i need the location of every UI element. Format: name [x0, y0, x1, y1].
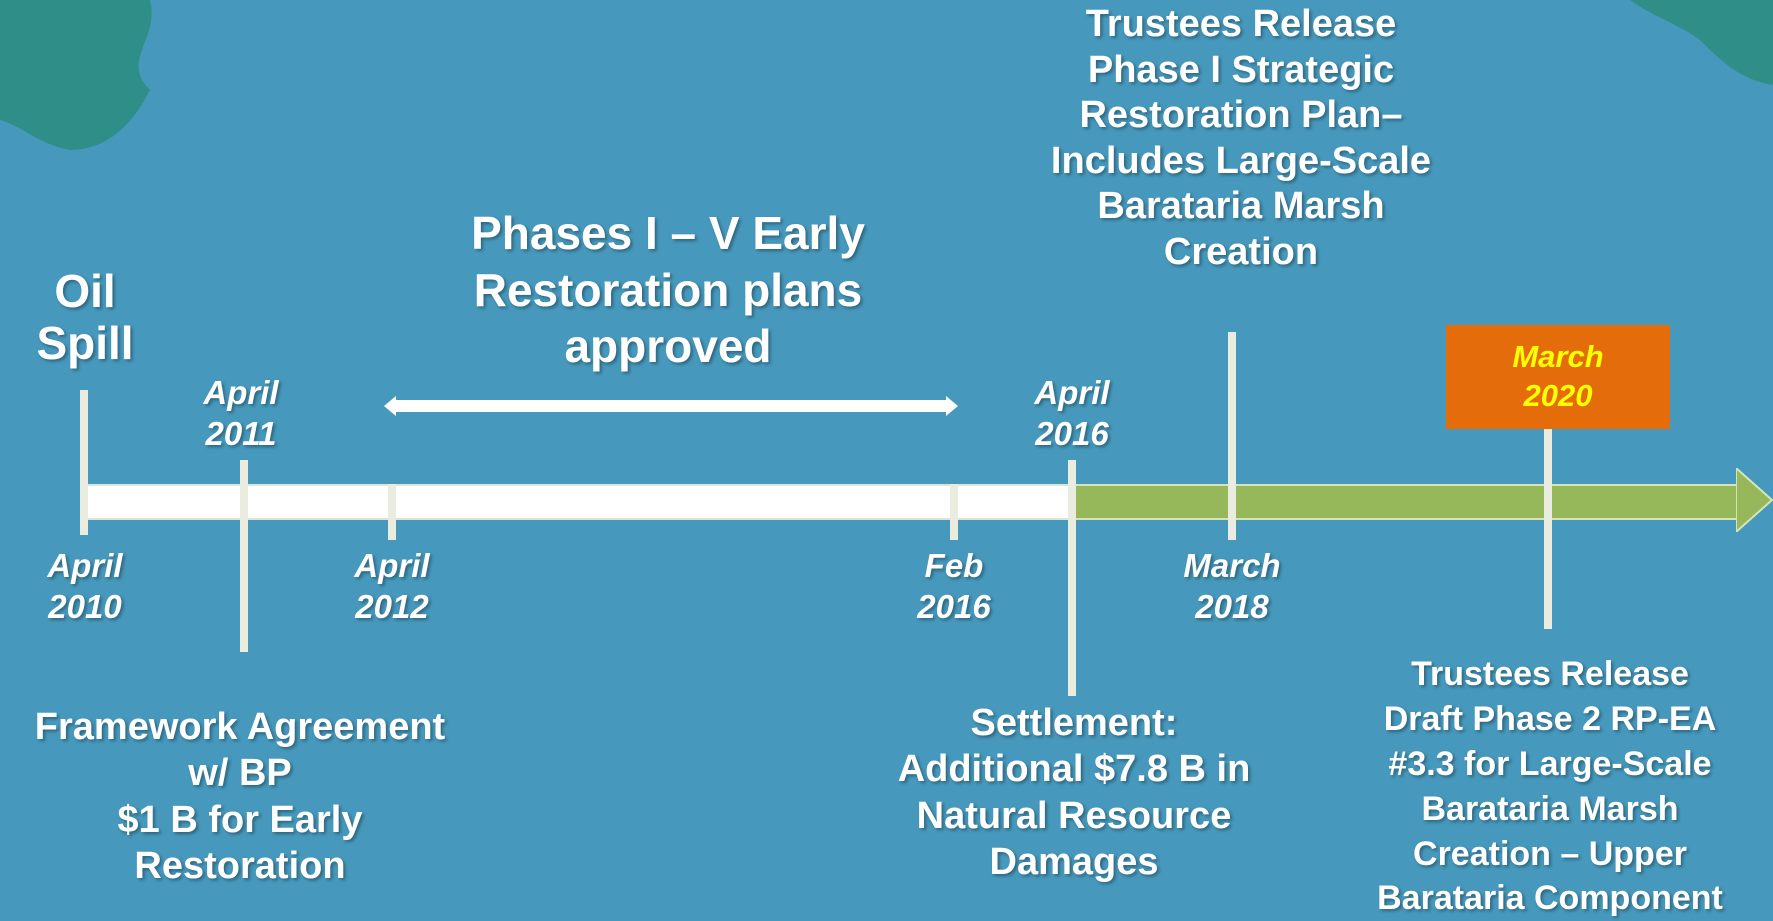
- event-line: $1 B for Early: [117, 798, 363, 841]
- event-line: Barataria Component: [1377, 879, 1723, 918]
- event-line: Includes Large-Scale: [1050, 139, 1432, 182]
- date-year: 2011: [205, 415, 277, 453]
- event-line: Draft Phase 2 RP-EA: [1383, 699, 1717, 738]
- date-year: 2020: [1523, 378, 1593, 413]
- timeline-bar-future: [1072, 484, 1742, 520]
- date-april-2016: April 2016: [1007, 372, 1137, 455]
- event-line: Spill: [36, 316, 134, 369]
- event-line: Phase I Strategic: [1087, 48, 1395, 91]
- event-line: Oil: [54, 265, 116, 317]
- date-month: Feb: [924, 547, 984, 584]
- event-line: Natural Resource: [916, 794, 1232, 837]
- event-line: approved: [564, 320, 772, 373]
- marker-march-2018: [1228, 332, 1236, 540]
- event-line: Settlement:: [970, 702, 1178, 744]
- event-line: Trustees Release: [1411, 655, 1689, 693]
- event-line: Restoration: [134, 845, 346, 888]
- date-month: April: [354, 547, 430, 584]
- date-month: March: [1183, 547, 1281, 584]
- event-line: Restoration plans: [473, 263, 863, 316]
- event-line: Phases I – V Early: [471, 207, 865, 259]
- event-line: w/ BP: [188, 752, 292, 795]
- event-line: #3.3 for Large-Scale: [1388, 744, 1712, 783]
- date-year: 2018: [1195, 588, 1269, 626]
- timeline-arrowhead: [1736, 468, 1773, 532]
- date-year: 2016: [917, 588, 991, 626]
- date-year: 2016: [1035, 415, 1109, 453]
- event-strategic-plan: Trustees Release Phase I Strategic Resto…: [1010, 2, 1472, 276]
- event-oil-spill: Oil Spill: [10, 265, 160, 369]
- event-settlement: Settlement: Additional $7.8 B in Natural…: [860, 700, 1288, 885]
- event-line: Trustees Release: [1085, 3, 1397, 45]
- coastline-top-left: [0, 0, 152, 150]
- event-line: Damages: [989, 841, 1159, 884]
- marker-april-2016: [1068, 460, 1076, 696]
- event-framework-agreement: Framework Agreement w/ BP $1 B for Early…: [0, 704, 480, 889]
- event-line: Creation – Upper: [1413, 834, 1687, 873]
- event-line: Barataria Marsh: [1097, 185, 1385, 228]
- marker-april-2011: [240, 460, 248, 652]
- date-year: 2012: [355, 588, 429, 626]
- event-line: Barataria Marsh: [1421, 789, 1679, 828]
- date-march-2018: March 2018: [1162, 545, 1302, 628]
- date-march-2020-callout: March 2020: [1446, 325, 1670, 429]
- event-line: Framework Agreement: [34, 706, 446, 748]
- early-restoration-range-arrow: [384, 396, 958, 416]
- event-line: Additional $7.8 B in: [897, 748, 1251, 791]
- event-line: Restoration Plan–: [1079, 94, 1403, 137]
- event-draft-phase2: Trustees Release Draft Phase 2 RP-EA #3.…: [1340, 652, 1760, 921]
- date-month: April: [47, 547, 123, 584]
- date-year: 2010: [48, 588, 122, 626]
- date-month: April: [203, 374, 279, 411]
- date-month: April: [1034, 374, 1110, 411]
- date-april-2010: April 2010: [20, 545, 150, 628]
- marker-feb-2016: [950, 484, 958, 540]
- date-feb-2016: Feb 2016: [889, 545, 1019, 628]
- timeline-bar-past: [80, 484, 1072, 520]
- marker-march-2020: [1544, 429, 1552, 629]
- date-april-2012: April 2012: [327, 545, 457, 628]
- event-line: Creation: [1163, 230, 1319, 273]
- coastline-top-right: [1630, 0, 1773, 85]
- marker-april-2010: [80, 390, 88, 535]
- date-april-2011: April 2011: [176, 372, 306, 455]
- marker-april-2012: [388, 484, 396, 540]
- date-month: March: [1512, 339, 1604, 375]
- event-early-restoration: Phases I – V Early Restoration plans app…: [420, 205, 916, 375]
